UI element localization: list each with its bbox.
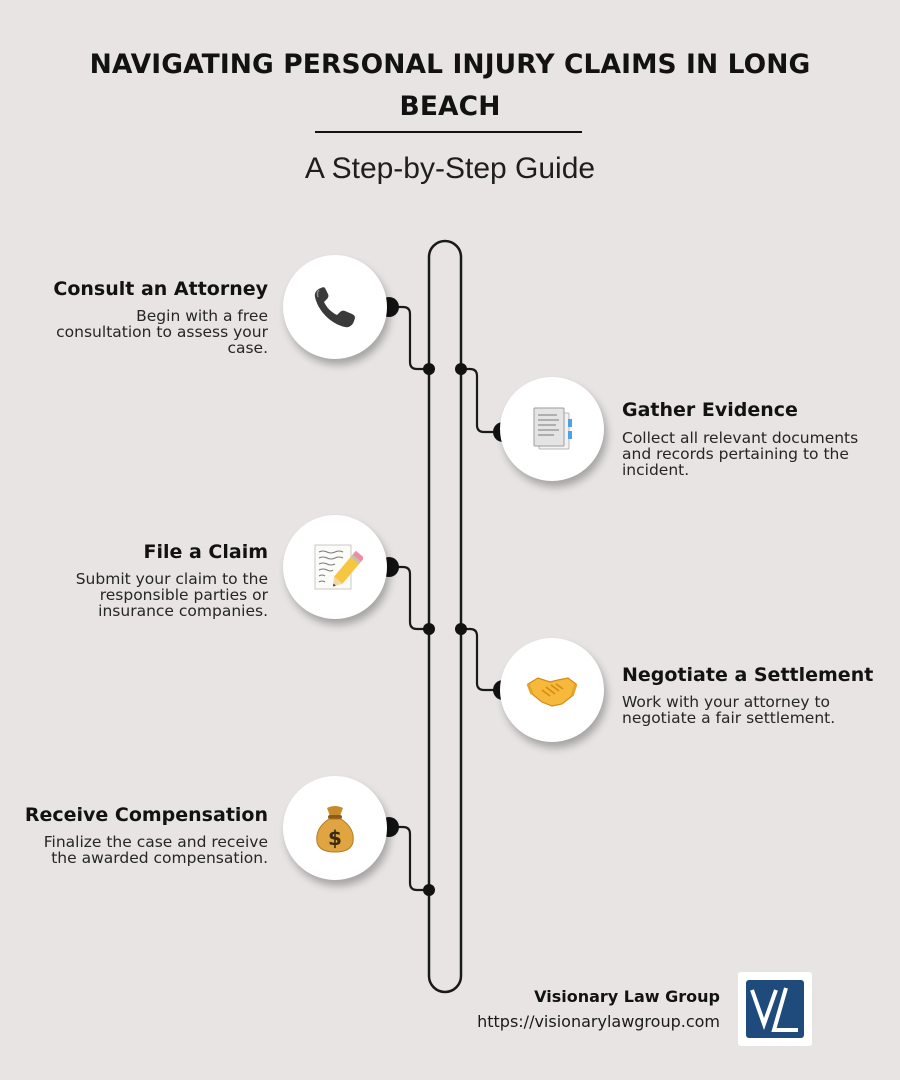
connector-step-3 <box>389 565 429 631</box>
step-4-description: Work with your attorney to negotiate a f… <box>622 693 836 727</box>
brand-url[interactable]: https://visionarylawgroup.com <box>477 1012 720 1031</box>
connector-step-4 <box>461 627 503 692</box>
step-2-icon-circle <box>500 377 604 481</box>
track-dot-step-2 <box>455 363 467 375</box>
connector-step-5 <box>389 825 429 892</box>
step-3-title: File a Claim <box>143 541 268 563</box>
memo-pencil-icon <box>314 544 363 590</box>
vl-logo-icon <box>746 980 804 1038</box>
step-4-title: Negotiate a Settlement <box>622 664 874 686</box>
step-1-icon-circle <box>283 255 387 359</box>
page-subtitle: A Step-by-Step Guide <box>304 152 596 185</box>
step-4-icon-circle <box>500 638 604 742</box>
brand-logo <box>738 972 812 1046</box>
connector-step-1 <box>389 305 429 371</box>
connector-step-2 <box>461 367 503 434</box>
track-dot-step-4 <box>455 623 467 635</box>
track-dot-step-1 <box>423 363 435 375</box>
step-1-description: Begin with a free consultation to assess… <box>56 307 268 357</box>
documents-icon <box>533 407 572 450</box>
step-1-title: Consult an Attorney <box>53 278 268 300</box>
telephone-icon <box>314 287 355 328</box>
step-5-title: Receive Compensation <box>24 804 268 826</box>
step-2-description: Collect all relevant documents and recor… <box>622 429 859 479</box>
timeline-connectors <box>389 305 503 892</box>
step-5-icon-circle: $ <box>283 776 387 880</box>
track-dot-step-5 <box>423 884 435 896</box>
brand-name: Visionary Law Group <box>534 987 720 1006</box>
step-3-description: Submit your claim to the responsible par… <box>75 570 268 620</box>
title-divider <box>315 131 582 133</box>
step-2-title: Gather Evidence <box>622 399 798 421</box>
step-5-description: Finalize the case and receive the awarde… <box>43 833 268 867</box>
step-3-icon-circle <box>283 515 387 619</box>
page-title: NAVIGATING PERSONAL INJURY CLAIMS IN LON… <box>89 49 811 122</box>
svg-text:$: $ <box>328 826 342 850</box>
timeline-track-outline <box>427 239 463 994</box>
money-bag-icon: $ <box>316 806 354 853</box>
track-dot-step-3 <box>423 623 435 635</box>
handshake-icon <box>526 677 578 707</box>
